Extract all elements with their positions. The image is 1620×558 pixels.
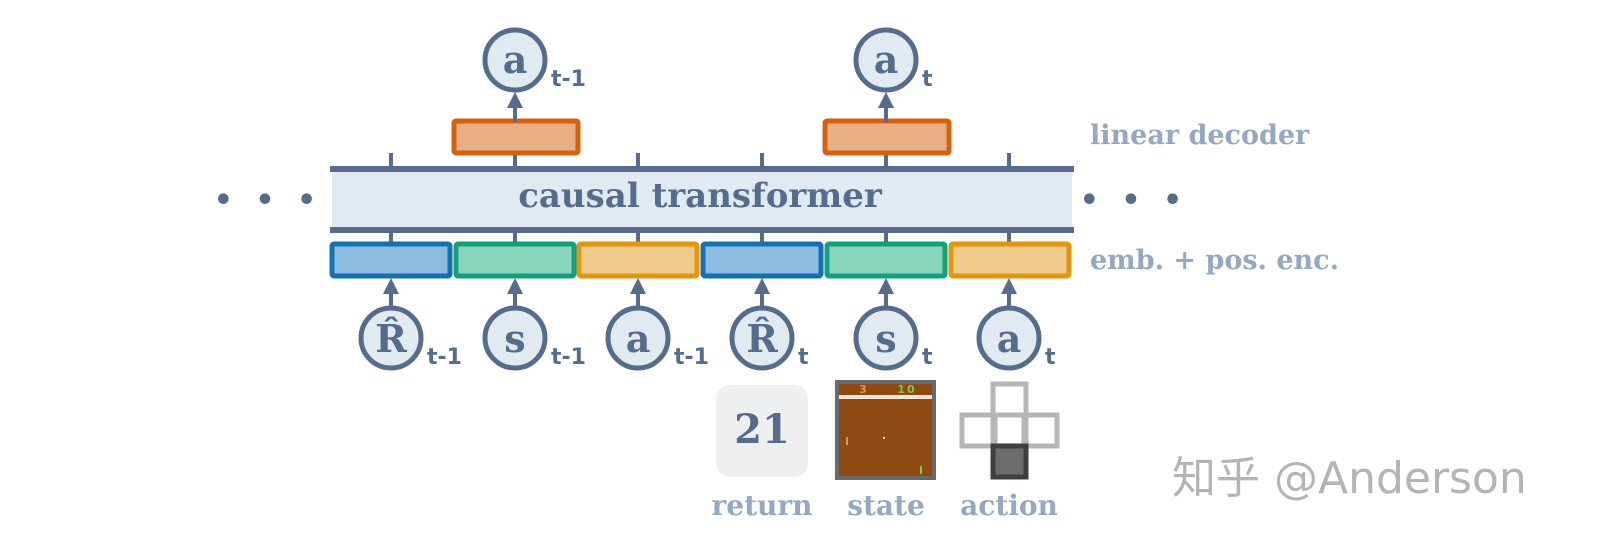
dpad-icon: [959, 381, 1060, 449]
output-token-symbol: a: [874, 37, 899, 82]
arrow-up-icon: [507, 92, 523, 108]
output-token-subscript: t: [922, 67, 933, 92]
state-example: 3 10 state: [835, 380, 936, 522]
input-token-circle-action: [976, 305, 1042, 371]
tick-bottom: [389, 232, 393, 244]
input-token-circle-state: [853, 305, 919, 371]
tick-top: [760, 153, 764, 167]
output-token-subscript: t-1: [551, 67, 586, 92]
arrow-up-icon: [878, 278, 894, 294]
dpad-pressed-down: [990, 443, 1029, 480]
arrow-up-icon: [878, 92, 894, 108]
input-token-subscript: t-1: [551, 345, 586, 370]
input-token-circle-return: [358, 305, 424, 371]
return-value-box: [716, 385, 808, 477]
output-token-circle: [853, 27, 919, 93]
input-token-subscript: t: [798, 345, 809, 370]
linear-decoder-label: linear decoder: [1090, 120, 1310, 151]
input-token-symbol: s: [504, 316, 525, 361]
arrow-up-icon: [630, 278, 646, 294]
tick-top: [884, 153, 888, 167]
embedding-box-action: [948, 241, 1072, 279]
state-caption: state: [847, 489, 925, 522]
arrow-shaft: [389, 292, 393, 306]
input-token-subscript: t-1: [674, 345, 709, 370]
transformer-top-bar: [330, 166, 1074, 172]
tick-bottom: [760, 232, 764, 244]
embedding-box-action: [576, 241, 700, 279]
action-caption: action: [960, 489, 1058, 522]
ellipsis-left: • • •: [214, 183, 322, 218]
arrow-shaft: [884, 108, 888, 122]
tick-bottom: [636, 232, 640, 244]
arrow-up-icon: [1001, 278, 1017, 294]
left-paddle: [846, 437, 848, 445]
input-token-circle-return: [729, 305, 795, 371]
input-token-circle-action: [605, 305, 671, 371]
embedding-boxes: [329, 241, 1072, 279]
arrow-up-icon: [507, 278, 523, 294]
embedding-box-state: [453, 241, 577, 279]
connector-ticks: [389, 153, 1011, 244]
action-example: action: [959, 381, 1060, 522]
tick-bottom: [513, 232, 517, 244]
transformer-body: [332, 170, 1072, 230]
ellipsis-right: • • •: [1080, 183, 1188, 218]
arrow-up-icon: [383, 278, 399, 294]
linear-decoders: [451, 118, 952, 156]
arrow-shaft: [636, 292, 640, 306]
game-top-wall: [839, 395, 932, 399]
tick-top: [389, 153, 393, 167]
game-score-right: 10: [897, 383, 916, 396]
input-token-subscript: t-1: [427, 345, 462, 370]
input-token-circle-state: [482, 305, 548, 371]
arrow-shaft: [884, 292, 888, 306]
tick-bottom: [884, 232, 888, 244]
tick-top: [513, 153, 517, 167]
game-score-left: 3: [859, 383, 867, 396]
embedding-box-state: [824, 241, 948, 279]
output-token-circle: [482, 27, 548, 93]
transformer-label: causal transformer: [518, 176, 883, 216]
input-token-symbol: a: [626, 316, 651, 361]
tick-top: [1007, 153, 1011, 167]
input-token-symbol: a: [997, 316, 1022, 361]
embedding-label: emb. + pos. enc.: [1090, 245, 1339, 276]
arrow-shaft: [513, 108, 517, 122]
input-token-subscript: t: [1045, 345, 1056, 370]
embedding-box-return: [329, 241, 453, 279]
arrow-up-icon: [754, 278, 770, 294]
tick-top: [636, 153, 640, 167]
transformer-bottom-bar: [330, 227, 1074, 233]
output-token-symbol: a: [503, 37, 528, 82]
causal-transformer-block: causal transformer: [330, 166, 1074, 233]
input-token-subscript: t: [922, 345, 933, 370]
return-value: 21: [734, 406, 790, 453]
game-frame-field: [839, 384, 932, 476]
arrow-shaft: [1007, 292, 1011, 306]
arrow-shaft: [760, 292, 764, 306]
arrow-shaft: [513, 292, 517, 306]
watermark: 知乎 @Anderson: [1172, 453, 1527, 504]
input-token-symbol: R̂: [375, 316, 407, 361]
linear-decoder-box: [451, 118, 581, 156]
input-token-symbol: R̂: [746, 316, 778, 361]
tick-bottom: [1007, 232, 1011, 244]
ball: [883, 437, 885, 439]
return-example: 21 return: [712, 385, 813, 522]
return-caption: return: [712, 489, 813, 522]
embedding-box-return: [700, 241, 824, 279]
right-paddle: [920, 466, 922, 474]
input-token-symbol: s: [875, 316, 896, 361]
linear-decoder-box: [822, 118, 952, 156]
